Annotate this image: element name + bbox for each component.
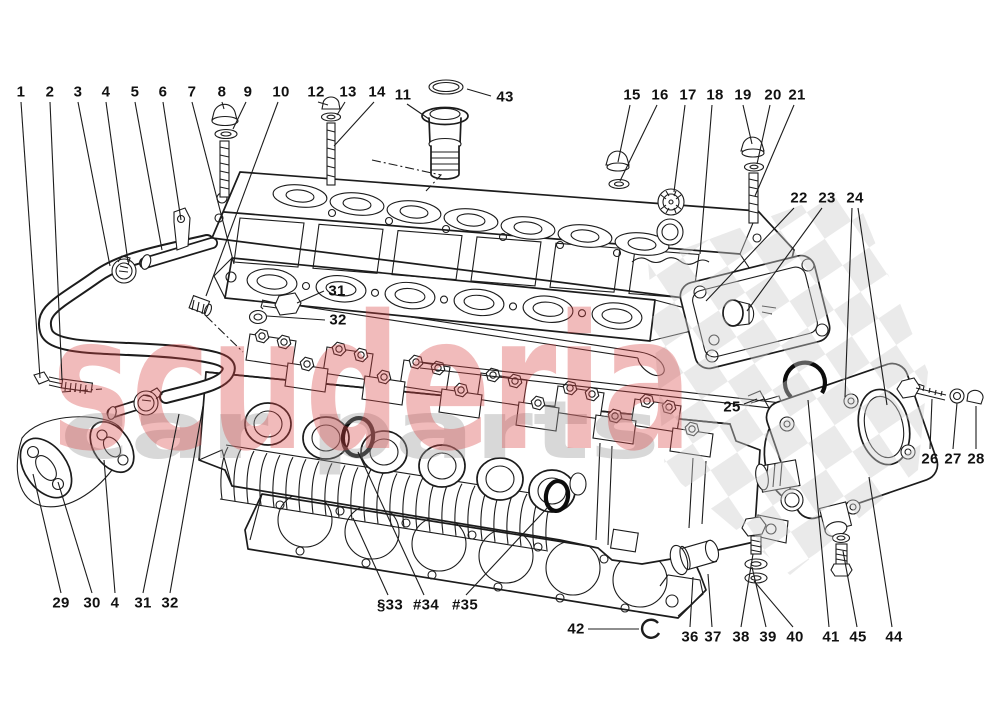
callout-label-16: 16	[651, 86, 669, 104]
watermark: car parts scuderia	[52, 186, 928, 575]
callout-label-12: 12	[307, 83, 325, 101]
callout-label-28: 28	[967, 450, 985, 468]
callout-label-13: 13	[339, 83, 357, 101]
callout-label-33: §33	[377, 596, 403, 614]
callout-label-26: 26	[921, 450, 939, 468]
watermark-line1: scuderia	[52, 275, 692, 492]
callout-label-32: 32	[161, 594, 179, 612]
coolant-pipe-assembly	[16, 207, 302, 508]
callout-label-14: 14	[368, 83, 386, 101]
callout-label-31: 31	[134, 594, 152, 612]
callout-label-21: 21	[788, 86, 806, 104]
callout-label-25: 25	[723, 398, 741, 416]
callout-label-40: 40	[786, 628, 804, 646]
reference-lines	[61, 159, 443, 393]
callout-label-32: 32	[329, 311, 347, 329]
callout-label-29: 29	[52, 594, 70, 612]
callout-label-36: 36	[681, 628, 699, 646]
callout-label-30: 30	[83, 594, 101, 612]
callout-label-37: 37	[704, 628, 722, 646]
callout-label-1: 1	[16, 83, 26, 101]
callout-label-34: #34	[413, 596, 439, 614]
callout-label-39: 39	[759, 628, 777, 646]
callout-label-24: 24	[846, 189, 864, 207]
callout-label-9: 9	[243, 83, 253, 101]
callout-label-10: 10	[272, 83, 290, 101]
callout-label-11: 11	[394, 86, 412, 104]
callout-label-41: 41	[822, 628, 840, 646]
callout-label-18: 18	[706, 86, 724, 104]
callout-label-19: 19	[734, 86, 752, 104]
callout-label-6: 6	[158, 83, 168, 101]
cylinder-head	[198, 328, 761, 565]
callout-label-31: 31	[328, 282, 346, 300]
watermark-line2: car parts	[60, 384, 660, 477]
callout-label-17: 17	[679, 86, 697, 104]
leader-lines	[20, 88, 977, 630]
callout-label-22: 22	[790, 189, 808, 207]
callout-label-4: 4	[110, 594, 120, 612]
callout-label-35: #35	[452, 596, 478, 614]
callout-label-23: 23	[818, 189, 836, 207]
callout-label-27: 27	[944, 450, 962, 468]
callout-label-38: 38	[732, 628, 750, 646]
callout-label-3: 3	[73, 83, 83, 101]
callout-label-8: 8	[217, 83, 227, 101]
callout-label-5: 5	[130, 83, 140, 101]
callout-label-20: 20	[764, 86, 782, 104]
callout-label-42: 42	[567, 620, 585, 638]
callout-label-2: 2	[45, 83, 55, 101]
checkered-flag-watermark	[648, 186, 928, 575]
valve-cover	[211, 171, 795, 314]
callout-label-7: 7	[187, 83, 197, 101]
callout-label-4: 4	[101, 83, 111, 101]
callout-label-43: 43	[496, 88, 514, 106]
fasteners	[211, 79, 984, 639]
callout-label-45: 45	[849, 628, 867, 646]
callout-label-44: 44	[885, 628, 903, 646]
callout-label-15: 15	[623, 86, 641, 104]
